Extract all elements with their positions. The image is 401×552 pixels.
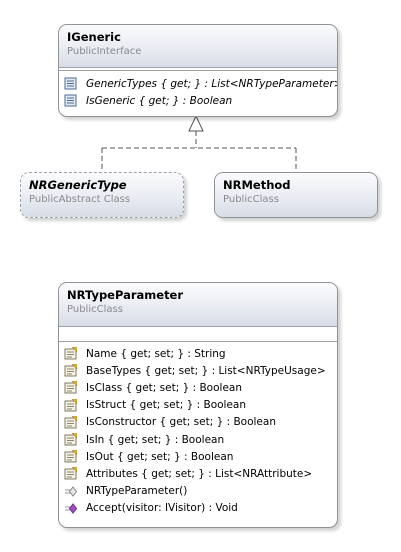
member-row[interactable]: BaseTypes { get; set; } : List<NRTypeUsa… — [64, 362, 337, 379]
class-name: IGeneric — [67, 30, 121, 44]
constructor-icon — [64, 485, 78, 498]
property-icon — [64, 381, 78, 394]
header-separator — [59, 67, 337, 68]
class-stereotype: PublicInterface — [67, 46, 142, 57]
property-icon — [64, 467, 78, 480]
member-row[interactable]: NRTypeParameter() — [64, 483, 337, 500]
member-text: IsIn { get; set; } : Boolean — [86, 433, 225, 446]
member-row[interactable]: IsClass { get; set; } : Boolean — [64, 379, 337, 396]
member-text: GenericTypes { get; } : List<NRTypeParam… — [86, 77, 338, 90]
nrtypeparameter-header: NRTypeParameter PublicClass — [59, 283, 337, 326]
member-text: IsStruct { get; set; } : Boolean — [86, 399, 247, 412]
property-icon — [64, 415, 78, 429]
property-icon — [64, 346, 78, 360]
member-row[interactable]: IsOut { get; set; } : Boolean — [64, 448, 337, 465]
member-row[interactable]: IsStruct { get; set; } : Boolean — [64, 397, 337, 414]
nrgenerictype-class-box[interactable]: NRGenericType PublicAbstract Class — [20, 172, 184, 218]
class-name: NRGenericType — [29, 178, 127, 192]
header-separator — [59, 326, 337, 327]
class-stereotype: PublicClass — [67, 304, 123, 315]
realization-arrowhead — [188, 114, 204, 132]
member-row[interactable]: IsConstructor { get; set; } : Boolean — [64, 414, 337, 431]
class-stereotype: PublicClass — [223, 194, 279, 205]
member-list: Name { get; set; } : String BaseTypes { … — [59, 342, 337, 517]
property-icon — [64, 398, 78, 412]
member-list: GenericTypes { get; } : List<NRTypeParam… — [59, 71, 337, 109]
member-row[interactable]: GenericTypes { get; } : List<NRTypeParam… — [64, 75, 337, 92]
member-row[interactable]: Attributes { get; set; } : List<NRAttrib… — [64, 465, 337, 482]
interface-property-icon — [64, 94, 77, 107]
nrmethod-header: NRMethod PublicClass — [215, 173, 377, 217]
member-text: Accept(visitor: IVisitor) : Void — [86, 502, 238, 515]
igeneric-header: IGeneric PublicInterface — [59, 25, 337, 67]
member-text: IsClass { get; set; } : Boolean — [86, 381, 242, 394]
class-name: NRMethod — [223, 178, 291, 192]
member-text: Name { get; set; } : String — [86, 347, 226, 360]
member-text: Attributes { get; set; } : List<NRAttrib… — [86, 467, 313, 480]
member-text: IsOut { get; set; } : Boolean — [86, 450, 234, 463]
property-icon — [64, 449, 78, 463]
member-row[interactable]: IsIn { get; set; } : Boolean — [64, 431, 337, 448]
nrmethod-class-box[interactable]: NRMethod PublicClass — [214, 172, 378, 218]
property-icon — [64, 363, 78, 377]
igeneric-class-box[interactable]: IGeneric PublicInterface GenericTypes { … — [58, 24, 338, 117]
class-name: NRTypeParameter — [67, 288, 184, 302]
interface-property-icon — [64, 77, 77, 90]
nrgenerictype-header: NRGenericType PublicAbstract Class — [21, 173, 183, 217]
field-separator — [59, 70, 337, 71]
member-row[interactable]: Accept(visitor: IVisitor) : Void — [64, 500, 337, 517]
method-icon — [64, 502, 78, 515]
member-text: BaseTypes { get; set; } : List<NRTypeUsa… — [86, 364, 326, 377]
member-text: NRTypeParameter() — [86, 485, 188, 498]
class-stereotype: PublicAbstract Class — [29, 194, 131, 205]
member-row[interactable]: Name { get; set; } : String — [64, 345, 337, 362]
property-icon — [64, 432, 78, 446]
nrtypeparameter-class-box[interactable]: NRTypeParameter PublicClass Name { get; … — [58, 282, 338, 528]
member-row[interactable]: IsGeneric { get; } : Boolean — [64, 92, 337, 109]
field-separator — [59, 341, 337, 342]
member-text: IsConstructor { get; set; } : Boolean — [86, 416, 276, 429]
member-text: IsGeneric { get; } : Boolean — [86, 94, 233, 107]
